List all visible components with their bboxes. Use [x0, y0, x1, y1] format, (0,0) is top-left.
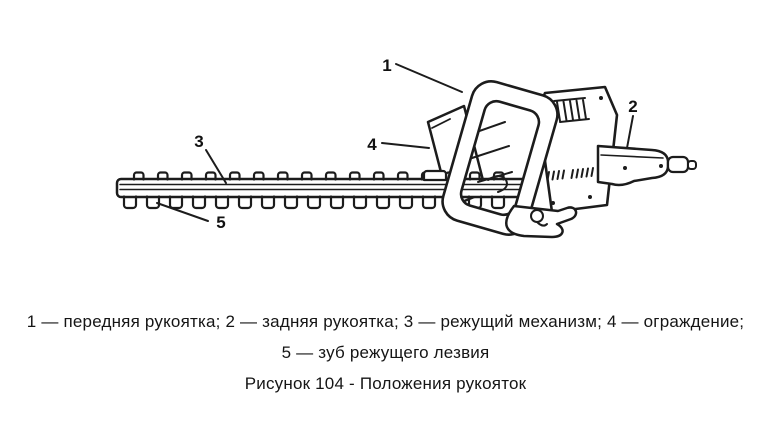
caption-legend-line-2: 5 — зуб режущего лезвия: [281, 343, 490, 362]
leader-2: [626, 115, 634, 149]
housing-rivets: [547, 96, 603, 205]
rear-handle-plug: [666, 155, 690, 174]
cutting-blade: [115, 171, 532, 210]
callout-guard: 4: [367, 135, 377, 154]
figure-caption: 1 — передняя рукоятка; 2 — задняя рукоят…: [0, 306, 771, 399]
callout-blade-tooth: 5: [216, 213, 225, 232]
caption-legend-line-1: 1 — передняя рукоятка; 2 — задняя рукоят…: [26, 312, 745, 331]
leader-4: [381, 142, 430, 149]
leader-3: [205, 149, 227, 184]
rear-handle: [596, 144, 697, 187]
callout-cutting-mechanism: 3: [194, 132, 203, 151]
leader-1: [395, 63, 463, 93]
blade-mount-step: [422, 169, 448, 182]
leader-5: [156, 202, 209, 222]
foot-screw: [530, 209, 544, 223]
handle-foot: [505, 204, 578, 239]
rear-handle-nub: [687, 160, 697, 170]
leader-lines: [156, 63, 634, 222]
caption-figure-title: Рисунок 104 - Положения рукояток: [244, 374, 527, 393]
front-handle-loop: [441, 80, 559, 236]
hedge-trimmer-diagram: 1 2 3 4 5: [115, 56, 697, 239]
callout-rear-handle: 2: [628, 97, 637, 116]
callout-front-handle: 1: [382, 56, 391, 75]
side-vents: [546, 167, 594, 181]
